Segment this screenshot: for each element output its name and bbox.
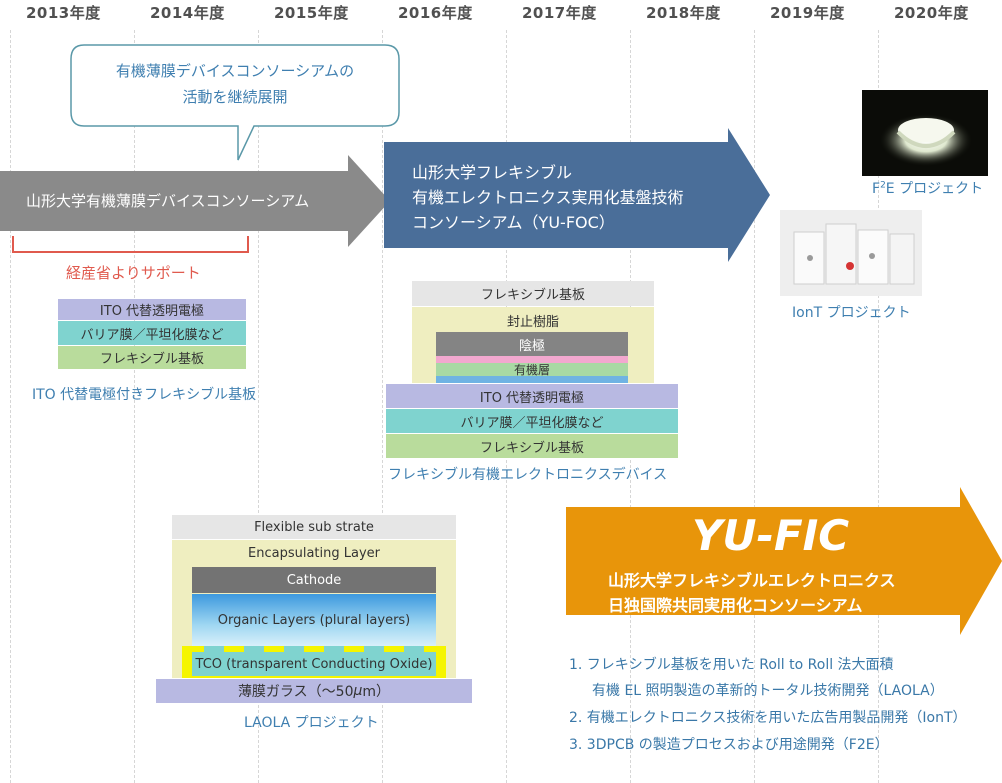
arrow2-line2: 有機エレクトロニクス実用化基盤技術 xyxy=(412,188,684,207)
year-2015: 2015年度 xyxy=(274,4,349,22)
arrow3-text: 山形大学フレキシブルエレクトロニクス 日独国際共同実用化コンソーシアム xyxy=(608,568,896,618)
arrow1-label: 山形大学有機薄膜デバイスコンソーシアム xyxy=(26,192,310,210)
layer-ito: ITO 代替透明電極 xyxy=(58,299,246,320)
grid-line xyxy=(258,30,259,783)
layer-sealant-label: 封止樹脂 xyxy=(506,314,559,330)
arrow-yu-fic xyxy=(566,487,1002,635)
year-2020: 2020年度 xyxy=(894,4,969,22)
callout-text: 有機薄膜デバイスコンソーシアムの 活動を継続展開 xyxy=(70,58,400,110)
layer3-flexible: Flexible sub strate xyxy=(172,515,456,539)
f2e-sup: 2 xyxy=(880,180,886,191)
grid-line xyxy=(134,30,135,783)
layer-top-substrate: フレキシブル基板 xyxy=(412,281,654,306)
f2e-caption: F2E プロジェクト xyxy=(872,178,983,198)
tco-gap xyxy=(364,646,384,652)
arrow2-line3: コンソーシアム（YU-FOC） xyxy=(412,213,615,232)
callout-line1: 有機薄膜デバイスコンソーシアムの xyxy=(115,62,355,80)
glass-text: 薄膜ガラス（〜50 xyxy=(237,684,354,700)
tco-gap xyxy=(204,646,224,652)
glass-mu: μ xyxy=(353,683,363,699)
layer3-tco: TCO (transparent Conducting Oxide) xyxy=(192,652,436,676)
layer3-cathode: Cathode xyxy=(192,567,436,593)
stack1-caption: ITO 代替電極付きフレキシブル基板 xyxy=(32,387,257,403)
year-2013: 2013年度 xyxy=(26,4,101,22)
iont-photo xyxy=(780,210,922,296)
callout-line2: 活動を継続展開 xyxy=(182,88,288,106)
support-label: 経産省よりサポート xyxy=(66,264,201,282)
f2e-photo xyxy=(862,90,988,176)
tco-gap xyxy=(244,646,264,652)
arrow-yu-foc xyxy=(384,128,770,262)
layer-flexible-substrate: フレキシブル基板 xyxy=(58,346,246,369)
list-item-1-cont: 有機 EL 照明製造の革新的トータル技術開発（LAOLA） xyxy=(592,683,944,699)
stack2-caption: フレキシブル有機エレクトロニクスデバイス xyxy=(388,467,668,483)
tco-gap xyxy=(324,646,344,652)
grid-line xyxy=(382,30,383,783)
layer-barrier: バリア膜／平坦化膜など xyxy=(58,321,246,345)
arrow3-title: YU-FIC xyxy=(692,511,850,560)
grid-line xyxy=(10,30,11,783)
callout-bubble xyxy=(70,44,400,161)
arrow3-line2: 日独国際共同実用化コンソーシアム xyxy=(608,596,863,615)
tco-gap xyxy=(404,646,424,652)
arrow-yu-otdc xyxy=(0,155,390,247)
f2e-prefix: F xyxy=(872,181,881,197)
arrow2-text: 山形大学フレキシブル 有機エレクトロニクス実用化基盤技術 コンソーシアム（YU-… xyxy=(412,160,684,235)
layer-pink xyxy=(436,356,628,363)
support-bracket xyxy=(12,236,249,253)
grid-line xyxy=(754,30,755,783)
layer-cathode: 陰極 xyxy=(436,332,628,356)
arrow2-line1: 山形大学フレキシブル xyxy=(412,163,573,182)
list-item-3: 3. 3DPCB の製造プロセスおよび用途開発（F2E） xyxy=(569,737,889,753)
stack3-caption: LAOLA プロジェクト xyxy=(244,715,379,731)
layer3-encap: Encapsulating Layer xyxy=(248,545,380,561)
layer2-barrier: バリア膜／平坦化膜など xyxy=(386,409,678,433)
list-item-2: 2. 有機エレクトロニクス技術を用いた広告用製品開発（IonT） xyxy=(569,710,967,726)
year-2014: 2014年度 xyxy=(150,4,225,22)
iont-caption: IonT プロジェクト xyxy=(792,305,911,321)
f2e-suffix: E プロジェクト xyxy=(885,181,984,197)
arrow3-line1: 山形大学フレキシブルエレクトロニクス xyxy=(608,571,896,590)
grid-line xyxy=(878,30,879,783)
layer2-substrate: フレキシブル基板 xyxy=(386,434,678,458)
year-2019: 2019年度 xyxy=(770,4,845,22)
year-2017: 2017年度 xyxy=(522,4,597,22)
year-2018: 2018年度 xyxy=(646,4,721,22)
list-item-1: 1. フレキシブル基板を用いた Roll to Roll 法大面積 xyxy=(569,657,894,673)
layer3-organic: Organic Layers (plural layers) xyxy=(192,594,436,646)
layer2-ito: ITO 代替透明電極 xyxy=(386,384,678,408)
layer-organic: 有機層 xyxy=(436,363,628,377)
year-2016: 2016年度 xyxy=(398,4,473,22)
glass-end: m） xyxy=(362,684,391,700)
tco-gap xyxy=(284,646,304,652)
layer-blue xyxy=(436,376,628,383)
